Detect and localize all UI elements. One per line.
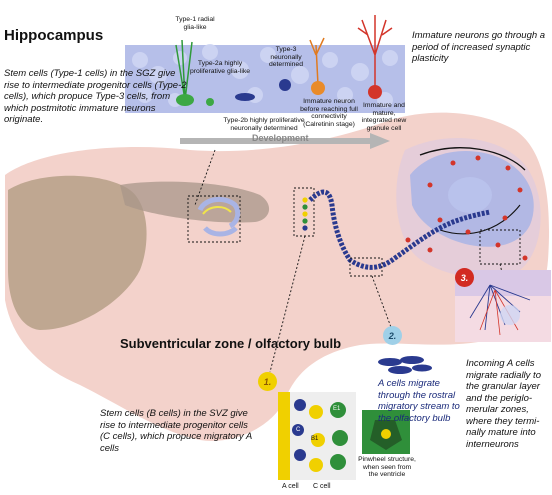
step3-text: Incoming A cells migrate radially to the… [466,358,550,450]
type2b-label: Type-2b highly proliferative neuronally … [222,117,306,132]
type3-cell [279,79,291,91]
type3-label: Type-3 neuronally determined [262,46,310,69]
step-3-badge: 3. [455,268,474,287]
development-label: Development [252,133,309,143]
mature-neuron [368,85,382,99]
svz-title: Subventricular zone / olfactory bulb [120,336,341,351]
type1-label: Type-1 radial glia-like [170,16,220,31]
step-2-badge: 2. [383,326,402,345]
mature-neuron-label: Immature and mature, integrated new gran… [358,102,410,132]
step-1-badge: 1. [258,372,277,391]
type2a-label: Type-2a highly proliferative glia-like [184,60,256,75]
type2b-cell [235,93,255,101]
c-label: C [296,427,300,433]
hippocampus-title: Hippocampus [4,27,103,44]
pinwheel-label: Pinwheel structure, when seen from the v… [358,456,416,479]
plasticity-text: Immature neurons go through a period of … [412,30,550,65]
migrating-a-cells [378,356,432,374]
immature-neuron [311,81,325,95]
step2-text: A cells migrate through the rostral migr… [378,378,466,424]
immature-neuron-label: Immature neuron before reaching full con… [300,98,358,128]
e1-label: E1 [333,406,340,412]
a-cell-label: A cell [282,483,299,490]
b1-label: B1 [311,436,318,442]
c-cell-label: C cell [313,483,331,490]
step1-text: Stem cells (B cells) in the SVZ give ris… [100,408,260,454]
hippocampus-stem-text: Stem cells (Type-1 cells) in the SGZ giv… [4,68,192,126]
